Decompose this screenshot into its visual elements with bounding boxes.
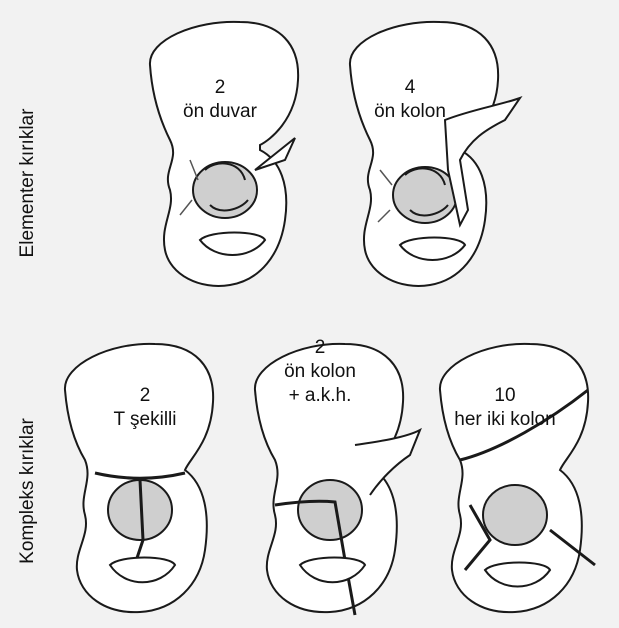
hip-bone-drawing (430, 330, 610, 620)
hip-bone-drawing (55, 330, 235, 620)
panel-subtitle: + a.k.h. (260, 384, 380, 408)
pelvis-panel-t-shaped: 2 T şekilli (55, 330, 235, 620)
hip-bone-drawing (120, 10, 320, 300)
row-label-complex: Kompleks kırıklar (17, 391, 39, 591)
panel-caption: 4 ön kolon (350, 76, 470, 124)
panel-number: 2 (160, 76, 280, 100)
pelvis-panel-both-columns: 10 her iki kolon (430, 330, 610, 620)
panel-title: her iki kolon (440, 408, 570, 432)
panel-caption: 2 ön kolon + a.k.h. (260, 336, 380, 408)
panel-caption: 2 T şekilli (85, 384, 205, 432)
panel-caption: 2 ön duvar (160, 76, 280, 124)
panel-number: 2 (85, 384, 205, 408)
panel-number: 4 (350, 76, 470, 100)
panel-number: 10 (440, 384, 570, 408)
panel-title: ön kolon (260, 360, 380, 384)
pelvis-panel-anterior-wall: 2 ön duvar (120, 10, 320, 300)
panel-title: ön duvar (160, 100, 280, 124)
pelvis-panel-anterior-column-posterior-hemitransverse: 2 ön kolon + a.k.h. (245, 330, 435, 620)
panel-title: T şekilli (85, 408, 205, 432)
pelvis-panel-anterior-column: 4 ön kolon (320, 10, 530, 300)
panel-caption: 10 her iki kolon (440, 384, 570, 432)
row-label-elementary: Elementer kırıklar (17, 83, 39, 283)
hip-bone-drawing (320, 10, 530, 300)
panel-number: 2 (260, 336, 380, 360)
panel-title: ön kolon (350, 100, 470, 124)
